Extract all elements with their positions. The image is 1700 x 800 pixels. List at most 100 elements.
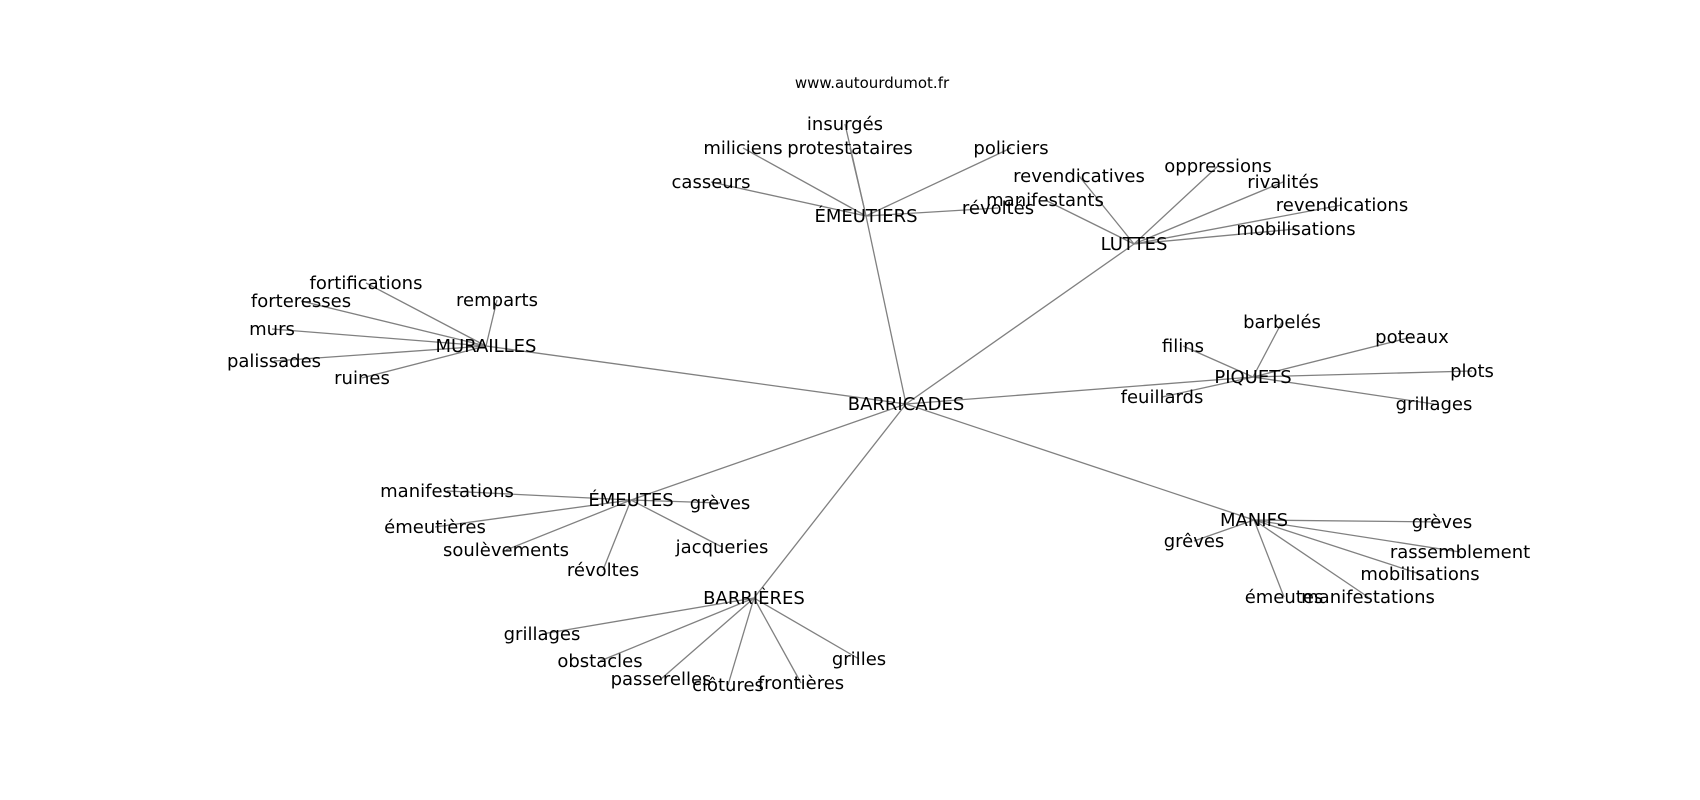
edge-manifs-leaf-4: [1253, 519, 1285, 598]
leaf-node: plots: [1450, 361, 1494, 382]
edge-barrieres-leaf-4: [753, 597, 802, 684]
edge-murailles-leaf-2: [485, 299, 498, 347]
edge-luttes-leaf-1: [1044, 199, 1135, 245]
edge-luttes-leaf-0: [1078, 175, 1135, 245]
leaf-node: révoltes: [567, 560, 639, 581]
edge-manifs-leaf-0: [1253, 519, 1443, 523]
leaf-node: grèves: [1412, 512, 1473, 533]
leaf-node: émeutières: [384, 517, 486, 538]
leaf-node: grêves: [1164, 531, 1225, 552]
edge-emeutiers-leaf-4: [865, 147, 1012, 217]
leaf-node: rivalités: [1247, 172, 1319, 193]
edge-emeutes-leaf-1: [434, 499, 632, 528]
edge-center-emeutes: [630, 403, 907, 501]
leaf-node: fortifications: [310, 273, 423, 294]
leaf-node: clôtures: [692, 675, 764, 696]
edge-emeutes-leaf-4: [630, 499, 721, 504]
leaf-node: palissades: [227, 351, 321, 372]
leaf-node: oppressions: [1164, 156, 1272, 177]
edge-emeutiers-leaf-3: [849, 147, 867, 217]
leaf-node: manifestations: [380, 481, 514, 502]
edge-murailles-leaf-4: [273, 345, 487, 362]
edge-center-manifs: [905, 403, 1255, 521]
leaf-node: protestataires: [787, 138, 913, 159]
edge-luttes-leaf-3: [1133, 181, 1284, 245]
leaf-node: émeutes: [1245, 587, 1324, 608]
edge-emeutiers-leaf-5: [865, 207, 999, 217]
edge-murailles-leaf-1: [300, 300, 487, 347]
edge-center-luttes: [905, 243, 1135, 405]
center-node: BARRICADES: [848, 394, 965, 415]
edge-barrieres-leaf-1: [599, 597, 755, 662]
edge-murailles-leaf-3: [271, 328, 487, 347]
leaf-node: grillages: [504, 624, 581, 645]
edge-emeutes-leaf-0: [446, 490, 632, 501]
edge-piquets-leaf-5: [1252, 376, 1435, 405]
edges: [271, 123, 1473, 686]
hub-node-manifs: MANIFS: [1220, 510, 1288, 531]
edge-emeutes-leaf-2: [505, 499, 632, 551]
edge-piquets-leaf-3: [1252, 370, 1473, 378]
edge-emeutes-leaf-5: [630, 499, 723, 548]
edge-center-emeutiers: [865, 215, 907, 405]
leaf-node: forteresses: [251, 291, 351, 312]
leaf-node: révoltés: [962, 198, 1034, 219]
leaf-node: manifestants: [986, 190, 1104, 211]
edge-luttes-leaf-2: [1133, 165, 1219, 245]
edge-manifs-leaf-3: [1253, 519, 1421, 575]
leaf-node: frontières: [758, 673, 844, 694]
edge-center-murailles: [485, 345, 907, 405]
leaf-node: miliciens: [703, 138, 782, 159]
leaf-node: revendicatives: [1013, 166, 1145, 187]
edge-murailles-leaf-5: [361, 345, 487, 379]
edge-murailles-leaf-0: [365, 282, 487, 347]
edge-barrieres-leaf-5: [753, 597, 860, 660]
edge-center-barrieres: [753, 403, 907, 599]
leaf-node: jacqueries: [675, 537, 769, 558]
edge-piquets-leaf-1: [1182, 345, 1254, 378]
leaf-node: mobilisations: [1360, 564, 1479, 585]
leaf-node: obstacles: [557, 651, 642, 672]
edge-luttes-leaf-4: [1133, 204, 1343, 245]
hub-node-emeutes: ÉMEUTES: [588, 489, 673, 511]
hub-node-emeutiers: ÉMEUTIERS: [814, 205, 917, 227]
leaf-node: barbelés: [1243, 312, 1321, 333]
leaf-node: filins: [1162, 336, 1204, 357]
leaf-node: murs: [249, 319, 295, 340]
leaf-node: feuillards: [1121, 387, 1204, 408]
hub-node-piquets: PIQUETS: [1214, 367, 1291, 388]
leaf-node: grilles: [832, 649, 886, 670]
leaf-node: rassemblement: [1390, 542, 1530, 563]
leaf-node: revendications: [1276, 195, 1408, 216]
edge-piquets-leaf-2: [1252, 336, 1413, 378]
leaf-node: remparts: [456, 290, 538, 311]
edge-emeutiers-leaf-0: [710, 181, 867, 217]
leaf-node: manifestations: [1301, 587, 1435, 608]
edge-center-piquets: [905, 376, 1254, 405]
leaf-node: insurgés: [807, 114, 883, 135]
edge-manifs-leaf-2: [1253, 519, 1461, 553]
edge-barrieres-leaf-3: [727, 597, 755, 686]
edge-manifs-leaf-5: [1253, 519, 1369, 598]
edge-emeutiers-leaf-1: [742, 147, 867, 217]
leaf-node: policiers: [973, 138, 1048, 159]
leaf-node: mobilisations: [1236, 219, 1355, 240]
leaf-node: soulèvements: [443, 540, 569, 561]
hub-node-murailles: MURAILLES: [436, 336, 537, 357]
leaf-node: passerelles: [611, 669, 712, 690]
leaf-node: poteaux: [1375, 327, 1449, 348]
leaf-node: casseurs: [672, 172, 751, 193]
edge-piquets-leaf-0: [1252, 321, 1283, 378]
edge-luttes-leaf-5: [1133, 228, 1297, 245]
hub-node-barrieres: BARRIÈRES: [703, 587, 805, 609]
leaf-node: grèves: [690, 493, 751, 514]
edge-piquets-leaf-4: [1161, 376, 1254, 398]
edge-barrieres-leaf-2: [660, 597, 755, 680]
hub-node-luttes: LUTTES: [1101, 234, 1168, 255]
edge-emeutes-leaf-3: [602, 499, 632, 571]
edge-manifs-leaf-1: [1193, 519, 1255, 542]
leaf-node: ruines: [334, 368, 390, 389]
leaf-node: grillages: [1396, 394, 1473, 415]
labels: www.autourdumot.fr BARRICADESÉMEUTIERSca…: [227, 74, 1530, 696]
